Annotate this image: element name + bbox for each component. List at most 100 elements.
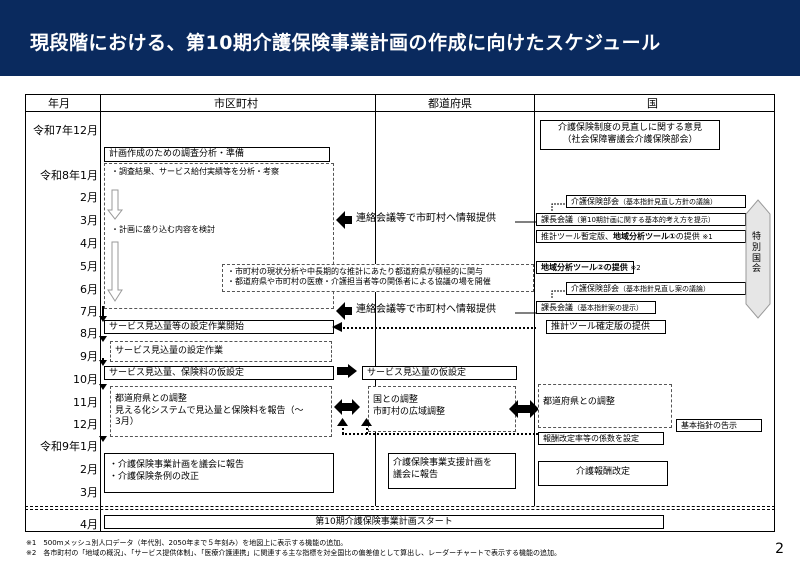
month-11: 11月 [73,396,98,409]
col-header-prefecture: 都道府県 [428,97,472,110]
diet-session-label: 特別国会 [752,232,762,275]
fee-revision-box: 介護報酬改定 [538,461,668,486]
double-arrow-icon [334,399,360,415]
pref-report-line1: 介護保険事業支援計画を [393,458,493,468]
month-r7-12: 令和7年12月 [33,124,98,137]
pref-provisional-label: サービス見込量の仮設定 [367,368,467,378]
tool-draft-ref: ※1 [702,233,713,241]
opinion-line2: （社会保障審議会介護保険部会） [562,134,698,145]
survey-item-2: ・計画に盛り込む内容を検討 [111,225,215,234]
opinion-box: 介護保険制度の見直しに関する意見 （社会保障審議会介護保険部会） [540,120,720,150]
month-4: 4月 [80,237,98,250]
liaison-label-1: 連絡会議等で市町村へ情報提供 [356,213,496,224]
month-r9-1: 令和9年1月 [40,440,98,453]
down-arrow-icon [106,189,124,220]
prefecture-report-box: 介護保険事業支援計画を 議会に報告 [388,453,516,489]
tool-2-label: 地域分析ツール②の提供 [541,263,628,272]
month-2: 2月 [80,191,98,204]
fee-revision-label: 介護報酬改定 [575,467,630,477]
setup-start-label: サービス見込量等の設定作業開始 [109,322,245,332]
pref-adjust-line2: 市町村の広域調整 [373,406,446,417]
kachokaigi-1-box: 課長会議（第10期計画に関する基本的考え方を提示） [536,213,746,226]
muni-report-line1: ・介護保険事業計画を議会に報告 [109,460,245,470]
timeline-arrows [99,306,107,442]
header-bar: 現段階における、第10期介護保険事業計画の作成に向けたスケジュール [0,0,800,76]
pref-note-line1: ・市町村の現状分析や中長期的な推計にあたり都道府県が積極的に関与 [227,267,483,276]
muni-adjust-line3: 3月） [115,417,139,428]
month-5: 5月 [80,260,98,273]
liaison-label-2: 連絡会議等で市町村へ情報提供 [356,304,496,315]
month-3b: 3月 [80,486,98,499]
dotted-connector [342,420,344,434]
tool-2-ref: ※2 [630,264,641,272]
tool-final-label: 推計ツール確定版の提供 [551,322,651,332]
month-9: 9月 [80,350,98,363]
provisional-box: サービス見込量、保険料の仮設定 [104,366,334,380]
col-divider-2 [375,94,376,506]
prefecture-adjust-box: 国との調整 市町村の広域調整 [368,386,516,432]
footnote-1: ※1 500mメッシュ別人口データ（年代別、2050年まで５年刻み）を地図上に表… [26,539,348,547]
month-3: 3月 [80,214,98,227]
bukai-1-label: 介護保険部会 [571,197,619,206]
month-6: 6月 [80,283,98,296]
municipality-adjust-box: 都道府県との調整 見える化システムで見込量と保険料を報告（～ 3月） [110,386,332,437]
bottom-divider-2 [25,509,775,510]
dotted-connector [342,433,538,435]
kachokaigi-1-label: 課長会議 [541,215,573,224]
up-arrowhead-icon [337,418,348,426]
right-arrow-icon [337,364,357,378]
survey-title-box: 計画作成のための調査分析・準備 [104,147,330,162]
setup-work-label: サービス見込量の設定作業 [115,346,224,356]
connector-line [551,290,566,298]
provisional-label: サービス見込量、保険料の仮設定 [109,368,245,378]
bukai-2-note: （基本指針見直し案の議論） [619,285,710,293]
bukai-2-box: 介護保険部会（基本指針見直し案の議論） [566,282,746,295]
guideline-box: 基本指針の告示 [676,419,762,432]
start-banner: 第10期介護保険事業計画スタート [104,515,664,529]
left-arrow-icon [336,302,352,320]
month-10: 10月 [73,373,98,386]
bottom-divider [25,506,775,507]
start-banner-label: 第10期介護保険事業計画スタート [315,517,453,527]
setup-start-box: サービス見込量等の設定作業開始 [104,320,334,334]
col-divider-3 [534,94,535,506]
up-arrowhead-icon [361,418,372,426]
dotted-connector [366,420,368,434]
month-2b: 2月 [80,463,98,476]
fee-rate-box: 報酬改定率等の係数を設定 [538,432,664,445]
bukai-1-note: （基本指針見直し方針の議論） [619,198,717,206]
kachokaigi-2-note: （基本指針案の提示） [573,304,643,312]
setup-work-box: サービス見込量の設定作業 [110,341,332,362]
survey-title: 計画作成のための調査分析・準備 [109,149,245,159]
muni-adjust-line1: 都道府県との調整 [115,394,187,404]
tool-2-box: 地域分析ツール②の提供 ※2 [536,261,641,274]
muni-adjust-line2: 見える化システムで見込量と保険料を報告（～ [115,405,304,416]
left-arrowhead-icon [332,322,342,332]
col-divider-1 [100,94,101,532]
dotted-connector [340,327,536,329]
tool-draft-bold: 地域分析ツール① [613,232,676,241]
header-row-divider [25,111,775,112]
col-header-month: 年月 [48,97,70,110]
connector-line [551,203,566,211]
bukai-1-box: 介護保険部会（基本指針見直し方針の議論） [566,195,746,208]
page-number: 2 [775,541,784,557]
kachokaigi-2-label: 課長会議 [541,303,573,312]
prefecture-provisional-box: サービス見込量の仮設定 [362,366,517,380]
double-arrow-icon [509,400,539,418]
footnote-2: ※2 各市町村の「地域の概況」、「サービス提供体制」、「医療介護連携」に関連する… [26,549,562,557]
pref-report-line2: 議会に報告 [393,469,439,480]
month-7: 7月 [80,305,98,318]
muni-report-line2: ・介護保険条例の改正 [109,471,200,482]
tool-draft-end: の提供 [675,232,700,241]
col-header-municipality: 市区町村 [214,97,258,110]
col-header-national: 国 [647,97,658,110]
diet-session-shape [745,199,771,319]
pref-note-line2: ・都道府県や市町村の医療・介護担当者等の関係者による協議の場を開催 [227,277,491,287]
national-adjust-box: 都道府県との調整 [538,384,672,428]
bukai-2-label: 介護保険部会 [571,284,619,293]
tool-final-box: 推計ツール確定版の提供 [546,320,666,334]
kachokaigi-2-box: 課長会議（基本指針案の提示） [536,301,656,314]
prefecture-note-box: ・市町村の現状分析や中長期的な推計にあたり都道府県が積極的に関与 ・都道府県や市… [222,264,534,292]
month-r8-1: 令和8年1月 [40,169,98,182]
